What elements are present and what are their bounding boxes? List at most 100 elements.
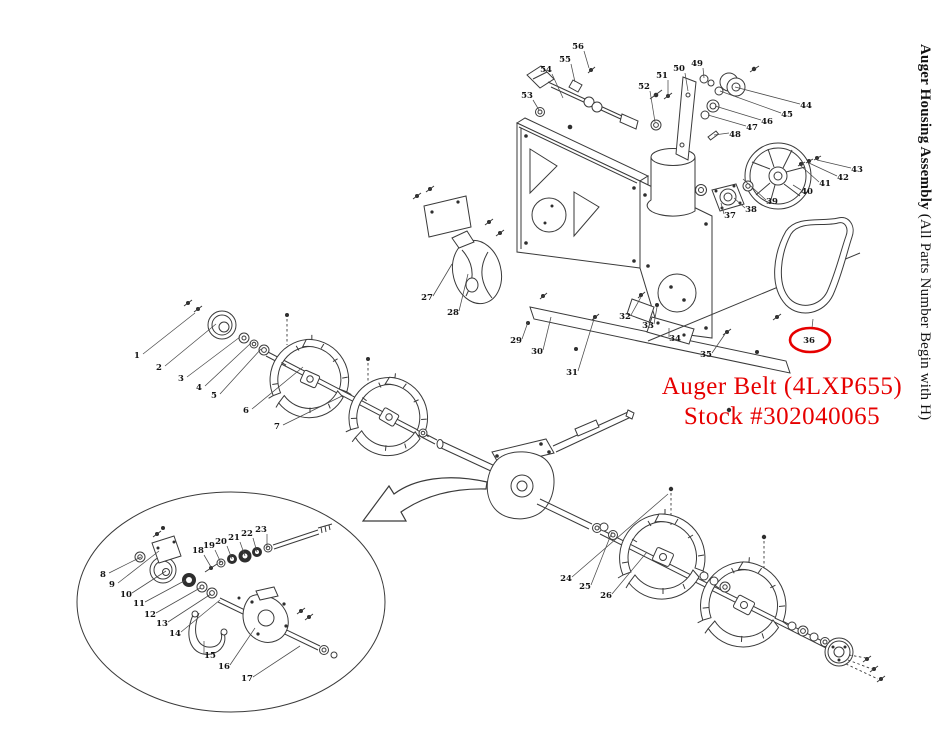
callout-leader-11 xyxy=(145,580,186,602)
part-annotation: Auger Belt (4LXP655) Stock #302040065 xyxy=(636,372,928,432)
part-number-31: 31 xyxy=(566,368,578,378)
page-title-bold: Auger Housing Assembly xyxy=(917,44,933,210)
callout-leader-49 xyxy=(703,68,704,78)
part-number-14: 14 xyxy=(169,629,181,639)
part-number-17: 17 xyxy=(241,674,253,684)
idler-bracket-group xyxy=(651,66,759,160)
annotation-line1: Auger Belt (4LXP655) xyxy=(661,373,903,400)
part-number-10: 10 xyxy=(120,590,132,600)
part-number-51: 51 xyxy=(656,71,668,81)
clip-55 xyxy=(569,80,582,92)
hanger-bracket xyxy=(676,77,696,160)
callout-leader-26 xyxy=(612,552,647,594)
callout-leader-35 xyxy=(712,334,725,353)
callout-leader-50 xyxy=(685,73,688,91)
part-number-36: 36 xyxy=(803,336,815,346)
part-number-40: 40 xyxy=(801,187,813,197)
callout-leader-20 xyxy=(227,546,232,559)
callout-leader-28 xyxy=(459,274,468,311)
callout-leader-32 xyxy=(631,297,641,315)
highlight-circle-part-36 xyxy=(790,328,830,352)
annotation-line2: Stock #302040065 xyxy=(683,403,881,430)
nut-52 xyxy=(651,120,661,130)
part-number-44: 44 xyxy=(800,101,812,111)
nut-53 xyxy=(536,108,545,117)
callout-leader-44 xyxy=(735,87,800,104)
callout-leader-33 xyxy=(654,307,657,324)
part-number-16: 16 xyxy=(218,662,230,672)
part-number-28: 28 xyxy=(447,308,459,318)
detail-bubble xyxy=(77,492,385,712)
part-number-25: 25 xyxy=(579,582,591,592)
callout-leader-46 xyxy=(715,106,761,120)
part-number-18: 18 xyxy=(192,546,204,556)
part-number-41: 41 xyxy=(819,179,831,189)
part-number-15: 15 xyxy=(204,651,216,661)
callout-leader-10 xyxy=(132,571,166,593)
callout-leader-43 xyxy=(817,160,851,168)
part-number-34: 34 xyxy=(669,334,681,344)
part-number-9: 9 xyxy=(109,580,115,590)
callout-leader-36 xyxy=(812,319,813,328)
callout-leader-40 xyxy=(793,185,801,190)
callout-leader-6 xyxy=(252,367,303,409)
part-number-30: 30 xyxy=(531,347,543,357)
part-number-49: 49 xyxy=(691,59,703,69)
part-number-32: 32 xyxy=(619,312,631,322)
part-number-38: 38 xyxy=(745,205,757,215)
part-number-13: 13 xyxy=(156,619,168,629)
callout-leader-52 xyxy=(650,91,655,122)
page-title: Auger Housing Assembly (All Parts Number… xyxy=(916,44,933,454)
part-number-7: 7 xyxy=(274,422,280,432)
top-shaft-assembly xyxy=(527,66,662,129)
mount-bracket xyxy=(413,186,504,237)
housing-cutout-left xyxy=(530,149,557,193)
auger-pulley-wheel xyxy=(745,143,821,209)
housing-hole xyxy=(532,198,566,232)
page-title-normal: (All Parts Number Begin with H) xyxy=(917,209,933,421)
callout-leader-22 xyxy=(253,538,257,552)
callout-leader-24 xyxy=(572,494,668,577)
part-number-50: 50 xyxy=(673,64,685,74)
part-number-54: 54 xyxy=(540,65,552,75)
callout-leader-7 xyxy=(283,396,342,425)
part-number-37: 37 xyxy=(724,211,736,221)
callout-leader-5 xyxy=(220,349,261,394)
part-number-46: 46 xyxy=(761,117,773,127)
callout-leader-30 xyxy=(543,317,551,350)
part-number-4: 4 xyxy=(196,383,202,393)
callout-leader-27 xyxy=(433,264,452,296)
detail-arrow xyxy=(363,478,487,521)
callout-leader-41 xyxy=(801,166,819,182)
part-number-21: 21 xyxy=(228,533,240,543)
part-number-5: 5 xyxy=(211,391,217,401)
part-number-22: 22 xyxy=(241,529,253,539)
callout-leader-42 xyxy=(809,163,837,176)
part-number-45: 45 xyxy=(781,110,793,120)
part-number-27: 27 xyxy=(421,293,433,303)
bubble-outline xyxy=(77,492,385,712)
part-number-2: 2 xyxy=(156,363,162,373)
callout-leader-55 xyxy=(571,64,575,82)
part-number-23: 23 xyxy=(255,525,267,535)
callout-leader-3 xyxy=(187,337,240,377)
part-number-53: 53 xyxy=(521,91,533,101)
callout-leader-12 xyxy=(156,588,200,613)
scraper-bar xyxy=(526,293,790,413)
callout-leader-8 xyxy=(109,557,141,573)
auger-housing xyxy=(517,118,712,338)
callout-leader-29 xyxy=(522,322,528,339)
left-auger-assembly xyxy=(184,300,437,461)
callout-leader-2 xyxy=(165,324,216,366)
part-number-47: 47 xyxy=(746,123,758,133)
flange-bearing xyxy=(696,181,754,211)
part-number-56: 56 xyxy=(572,42,584,52)
part-number-33: 33 xyxy=(642,321,654,331)
part-number-20: 20 xyxy=(215,537,227,547)
pin-48 xyxy=(708,131,719,140)
callout-leader-56 xyxy=(584,51,589,68)
part-number-19: 19 xyxy=(203,541,215,551)
part-number-39: 39 xyxy=(766,197,778,207)
